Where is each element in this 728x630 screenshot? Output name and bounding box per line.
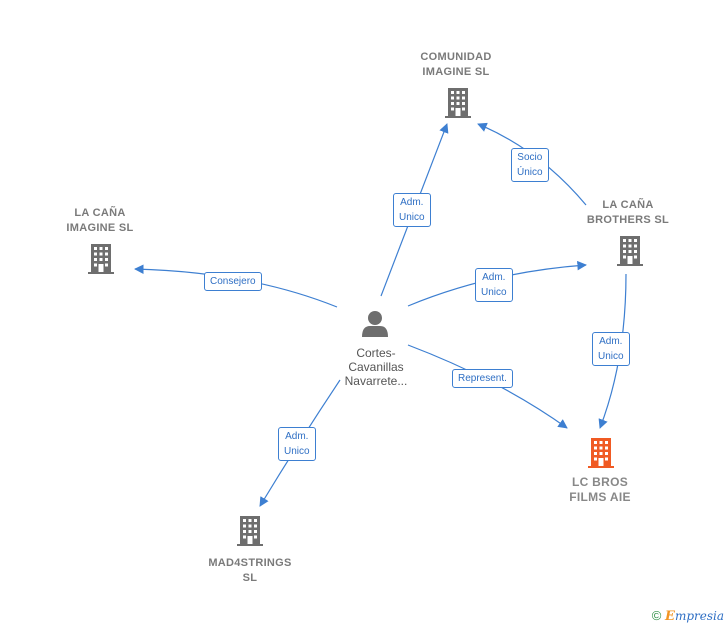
building-icon [237,516,263,546]
edge-label-line: Unico [284,446,310,457]
node-label-line: LA CAÑA [74,207,126,219]
edge-label-line: Unico [399,212,425,223]
edge-label-line: Unico [598,351,624,362]
edge-label-line: Adm. [599,336,623,347]
edge-label-adm-unico-comunidad: Adm. Unico [393,193,431,227]
edge-label-socio-unico: Socio Único [511,148,549,182]
edge-label-line: Unico [481,287,507,298]
edge-label-line: Adm. [400,197,424,208]
node-comunidad-imagine[interactable]: COMUNIDAD IMAGINE SL [396,50,516,80]
person-label-line: Cavanillas [348,360,404,374]
building-icon [88,244,114,274]
building-icon-highlighted [588,438,614,468]
edge-label-line: Único [517,167,543,178]
node-person[interactable]: Cortes- Cavanillas Navarrete... [316,346,436,388]
copyright-icon: © [651,608,662,623]
edge-label-adm-unico-mad4strings: Adm. Unico [278,427,316,461]
node-lc-bros-films[interactable]: LC BROS FILMS AIE [540,475,660,505]
building-icon [445,88,471,118]
person-label-line: Navarrete... [344,374,408,388]
person-label-line: Cortes- [356,346,396,360]
node-label-line: BROTHERS SL [586,214,670,226]
brand-name: mpresia [674,609,724,623]
edge-label-represent: Represent. [452,369,513,388]
edge-label-line: Adm. [285,431,309,442]
node-label-line: LA CAÑA [602,199,654,211]
node-label-line: SL [242,572,258,584]
node-label-line: MAD4STRINGS [208,557,292,569]
node-mad4strings[interactable]: MAD4STRINGS SL [190,556,310,586]
edge-label-line: Consejero [210,276,256,287]
node-label-line: LC BROS [571,475,629,489]
person-icon [362,311,388,337]
edge-label-consejero: Consejero [204,272,262,291]
edge-label-line: Adm. [482,272,506,283]
node-la-cana-imagine[interactable]: LA CAÑA IMAGINE SL [40,206,160,236]
edge-label-line: Socio [517,152,543,163]
node-la-cana-brothers[interactable]: LA CAÑA BROTHERS SL [568,198,688,228]
edge-label-adm-unico-lcbros: Adm. Unico [592,332,630,366]
edge-label-adm-unico-brothers: Adm. Unico [475,268,513,302]
node-label-line: IMAGINE SL [422,66,490,78]
node-label-line: IMAGINE SL [66,222,134,234]
edge-label-line: Represent. [458,373,507,384]
brand-logo-letter: E [665,609,675,624]
node-label-line: COMUNIDAD [420,51,492,63]
node-label-line: FILMS AIE [569,490,631,504]
brand-footer[interactable]: © Empresia [652,608,724,624]
building-icon [617,236,643,266]
